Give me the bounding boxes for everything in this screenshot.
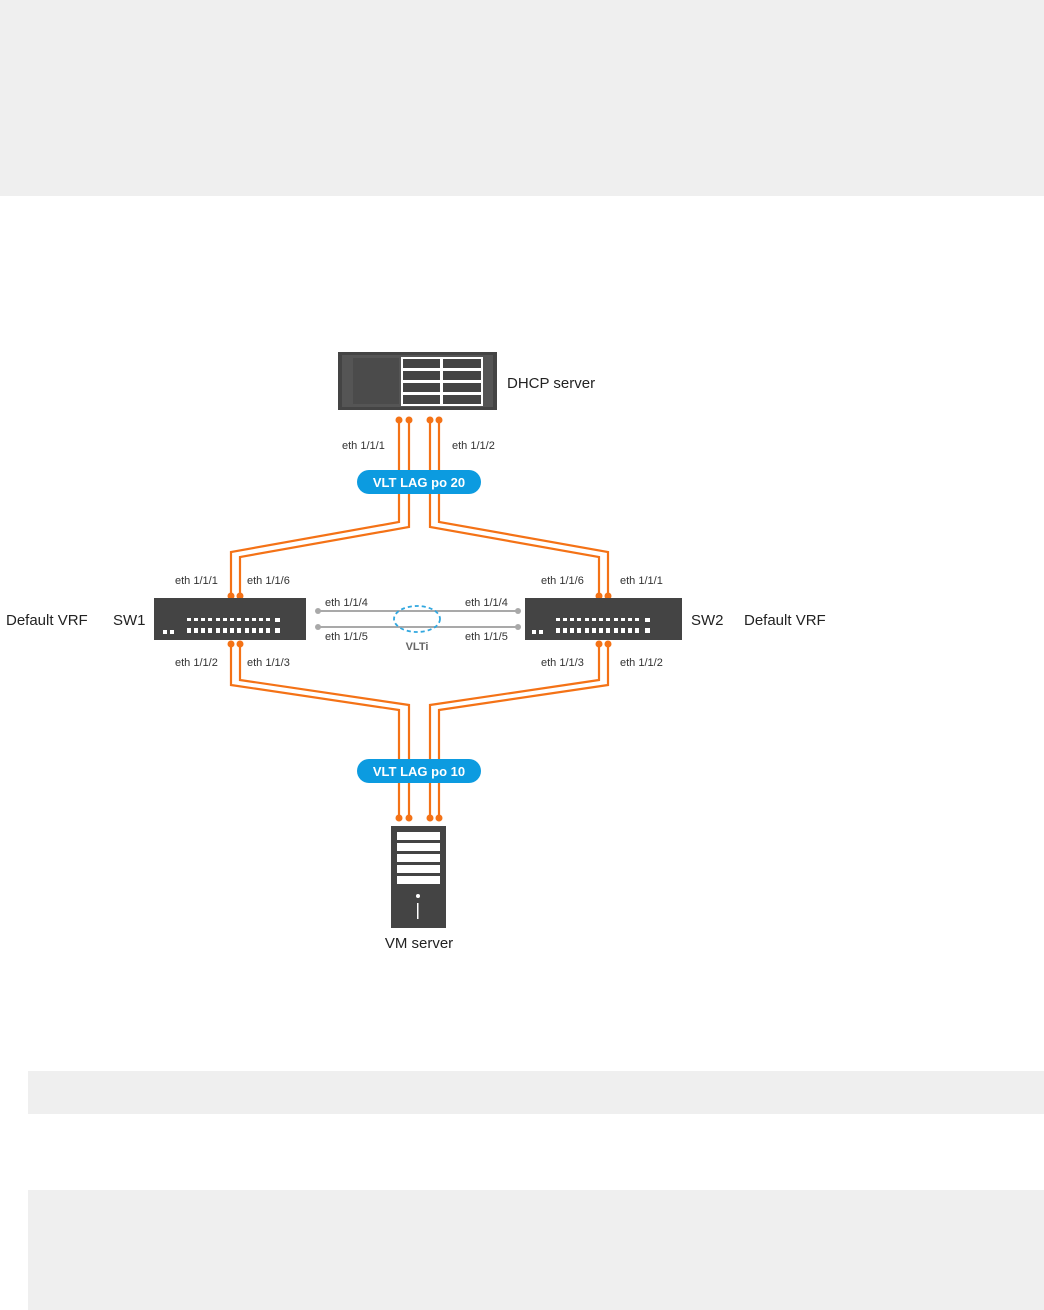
sw1-vlti-port-2-label: eth 1/1/5 [325, 631, 368, 643]
sw2-vlti-port-2-label: eth 1/1/5 [465, 631, 508, 643]
dhcp-server: DHCP server eth 1/1/1 eth 1/1/2 [338, 352, 595, 452]
switch-icon [525, 598, 682, 640]
sw2-vrf-label: Default VRF [744, 612, 826, 629]
sw2-port-bottom-right-label: eth 1/1/2 [620, 657, 663, 669]
sw2-label: SW2 [691, 612, 724, 629]
link-sw1-vm-a [229, 644, 401, 818]
bottom-code-block [28, 1190, 1044, 1310]
tower-server-icon [391, 826, 446, 928]
lag-po10-label: VLT LAG po 10 [373, 764, 465, 779]
vlti-ring [393, 605, 441, 633]
dhcp-server-label: DHCP server [507, 375, 595, 392]
vm-server: VM server [385, 826, 453, 952]
link-sw1-vm-b [238, 644, 411, 818]
lag-po10-links [229, 644, 610, 818]
rack-server-icon [338, 352, 497, 410]
switch-icon [154, 598, 306, 640]
sw2-port-top-left-label: eth 1/1/6 [541, 575, 584, 587]
sw1-port-top-left-label: eth 1/1/1 [175, 575, 218, 587]
lag-po20-links [229, 420, 610, 596]
sw1-label: SW1 [113, 612, 146, 629]
switch-sw1: SW1 Default VRF eth 1/1/1 eth 1/1/6 eth … [6, 575, 306, 669]
link-sw2-vm-b [437, 644, 610, 818]
sw2-port-bottom-left-label: eth 1/1/3 [541, 657, 584, 669]
sw2-vlti-port-1-label: eth 1/1/4 [465, 597, 508, 609]
top-code-block [0, 0, 1044, 196]
switch-sw2: SW2 Default VRF eth 1/1/6 eth 1/1/1 eth … [525, 575, 826, 669]
dhcp-port-left-label: eth 1/1/1 [342, 440, 385, 452]
vlti-links: VLTi eth 1/1/4 eth 1/1/5 eth 1/1/4 eth 1… [315, 597, 521, 653]
sw1-port-top-right-label: eth 1/1/6 [247, 575, 290, 587]
sw1-port-bottom-left-label: eth 1/1/2 [175, 657, 218, 669]
dhcp-port-right-label: eth 1/1/2 [452, 440, 495, 452]
lag-po20-badge: VLT LAG po 20 [357, 470, 481, 494]
link-sw2-vm-a [428, 644, 601, 818]
vm-server-label: VM server [385, 935, 453, 952]
sw1-port-bottom-right-label: eth 1/1/3 [247, 657, 290, 669]
lag-po10-badge: VLT LAG po 10 [357, 759, 481, 783]
lag-po20-label: VLT LAG po 20 [373, 475, 465, 490]
port-dots [227, 416, 612, 822]
middle-code-block [28, 1071, 1044, 1114]
sw1-vrf-label: Default VRF [6, 612, 88, 629]
vlti-label: VLTi [406, 641, 429, 653]
sw1-vlti-port-1-label: eth 1/1/4 [325, 597, 368, 609]
sw2-port-top-right-label: eth 1/1/1 [620, 575, 663, 587]
